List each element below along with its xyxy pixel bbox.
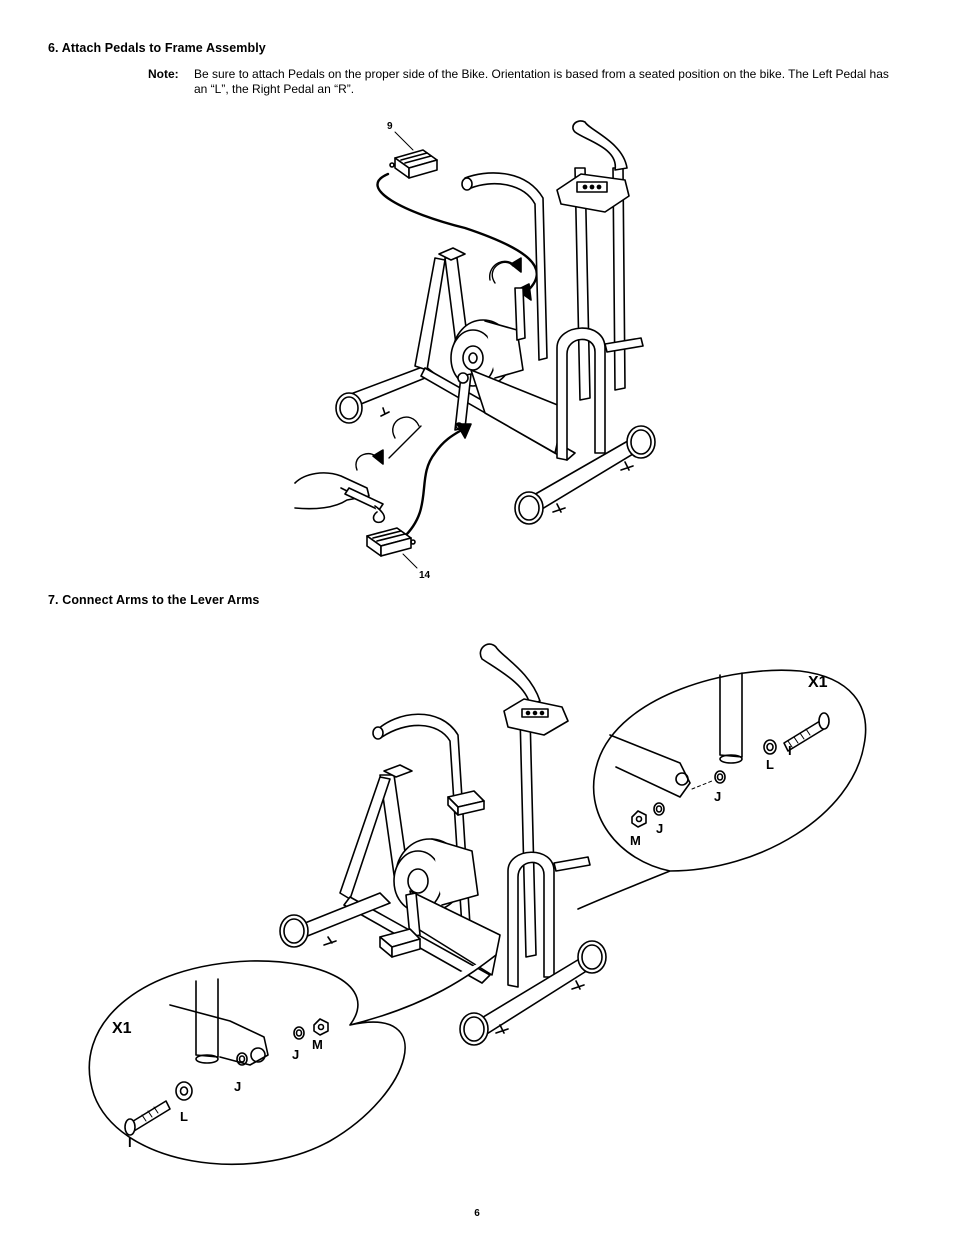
hand-wrench-icon	[294, 472, 386, 524]
right-detail-label-washer-inner: J	[714, 789, 721, 804]
step-7-title: 7. Connect Arms to the Lever Arms	[48, 593, 260, 607]
right-detail-label-spacer: L	[766, 757, 774, 772]
note-label: Note:	[148, 67, 179, 81]
left-detail-label-bolt: I	[128, 1135, 132, 1150]
pedal-attachment-illustration: 9	[294, 120, 656, 581]
right-detail-label-bolt: I	[788, 743, 792, 758]
left-pedal-icon	[366, 527, 416, 557]
callout-9: 9	[387, 121, 393, 132]
left-detail-label-nut: M	[312, 1037, 323, 1052]
arm-connection-illustration: X1 I L J J M X1 I L J J M	[88, 643, 867, 1165]
callout-14: 14	[419, 570, 431, 581]
note-text: Be sure to attach Pedals on the proper s…	[194, 67, 889, 96]
step-6-title: 6. Attach Pedals to Frame Assembly	[48, 41, 266, 55]
right-detail-multiplier: X1	[808, 674, 828, 691]
right-detail-label-nut: M	[630, 833, 641, 848]
left-detail-label-washer-outer: J	[292, 1047, 299, 1062]
page-number: 6	[474, 1208, 480, 1219]
left-detail-label-washer-inner: J	[234, 1079, 241, 1094]
right-pedal-icon	[389, 149, 438, 179]
left-detail-multiplier: X1	[112, 1020, 132, 1037]
left-detail-label-spacer: L	[180, 1109, 188, 1124]
right-detail-label-washer-outer: J	[656, 821, 663, 836]
